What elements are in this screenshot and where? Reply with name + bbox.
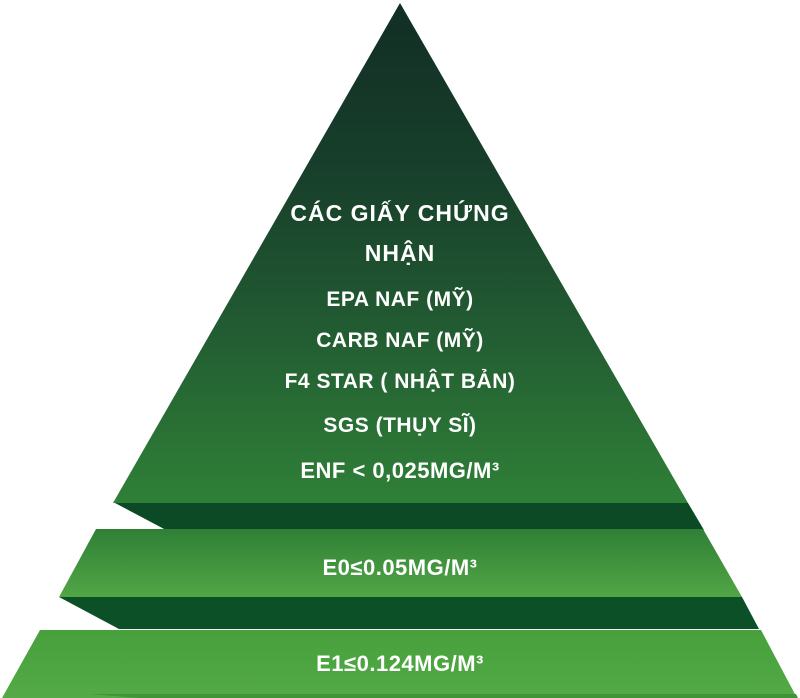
pyramid-bottom-edge — [90, 694, 798, 698]
pyramid-middle-face — [59, 529, 742, 597]
pyramid-top-face — [113, 3, 688, 503]
pyramid-top-edge — [115, 503, 704, 530]
pyramid-middle-edge — [59, 597, 759, 629]
pyramid-bottom-face — [2, 630, 797, 698]
